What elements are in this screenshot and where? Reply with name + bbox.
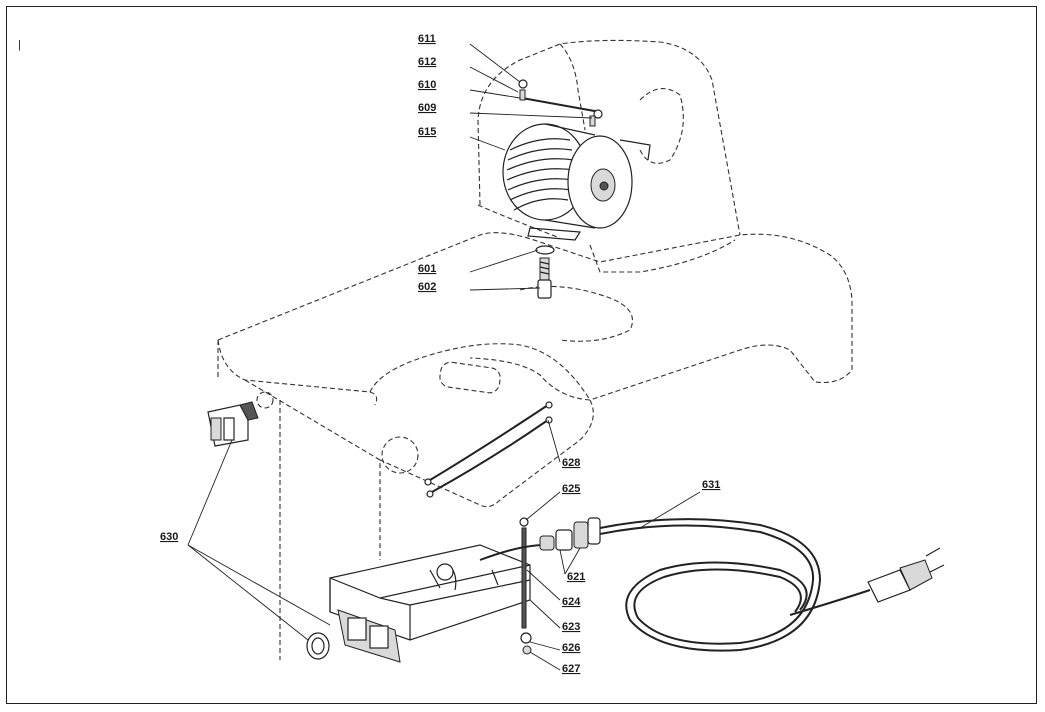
- motor: [502, 123, 651, 241]
- label-602: 602: [418, 281, 436, 293]
- corner-mark: |: [18, 39, 21, 51]
- diagram-frame: [6, 6, 1037, 704]
- part-labels: 611 612 610 609 615 601 602 628 625 631 …: [160, 33, 720, 675]
- label-624: 624: [562, 596, 581, 608]
- label-623: 623: [562, 621, 580, 633]
- wire-pair: [424, 401, 553, 498]
- label-612: 612: [418, 56, 436, 68]
- label-601: 601: [418, 263, 436, 275]
- switch-ring: [306, 632, 330, 660]
- rocker-switch: [207, 401, 259, 447]
- label-615: 615: [418, 126, 436, 138]
- label-609: 609: [418, 102, 436, 114]
- long-screw: [519, 517, 532, 655]
- electrical-box: [329, 544, 531, 663]
- label-628: 628: [562, 457, 580, 469]
- label-625: 625: [562, 483, 580, 495]
- motor-screw: [535, 245, 555, 299]
- label-630: 630: [160, 531, 178, 543]
- label-610: 610: [418, 79, 436, 91]
- leader-lines: [187, 43, 701, 671]
- motor-bracket: [518, 79, 603, 127]
- label-626: 626: [562, 642, 580, 654]
- machine-housing: [217, 39, 853, 660]
- label-621: 621: [567, 571, 585, 583]
- label-631: 631: [702, 479, 720, 491]
- power-cable: [479, 517, 945, 652]
- label-611: 611: [418, 33, 436, 45]
- label-627: 627: [562, 663, 580, 675]
